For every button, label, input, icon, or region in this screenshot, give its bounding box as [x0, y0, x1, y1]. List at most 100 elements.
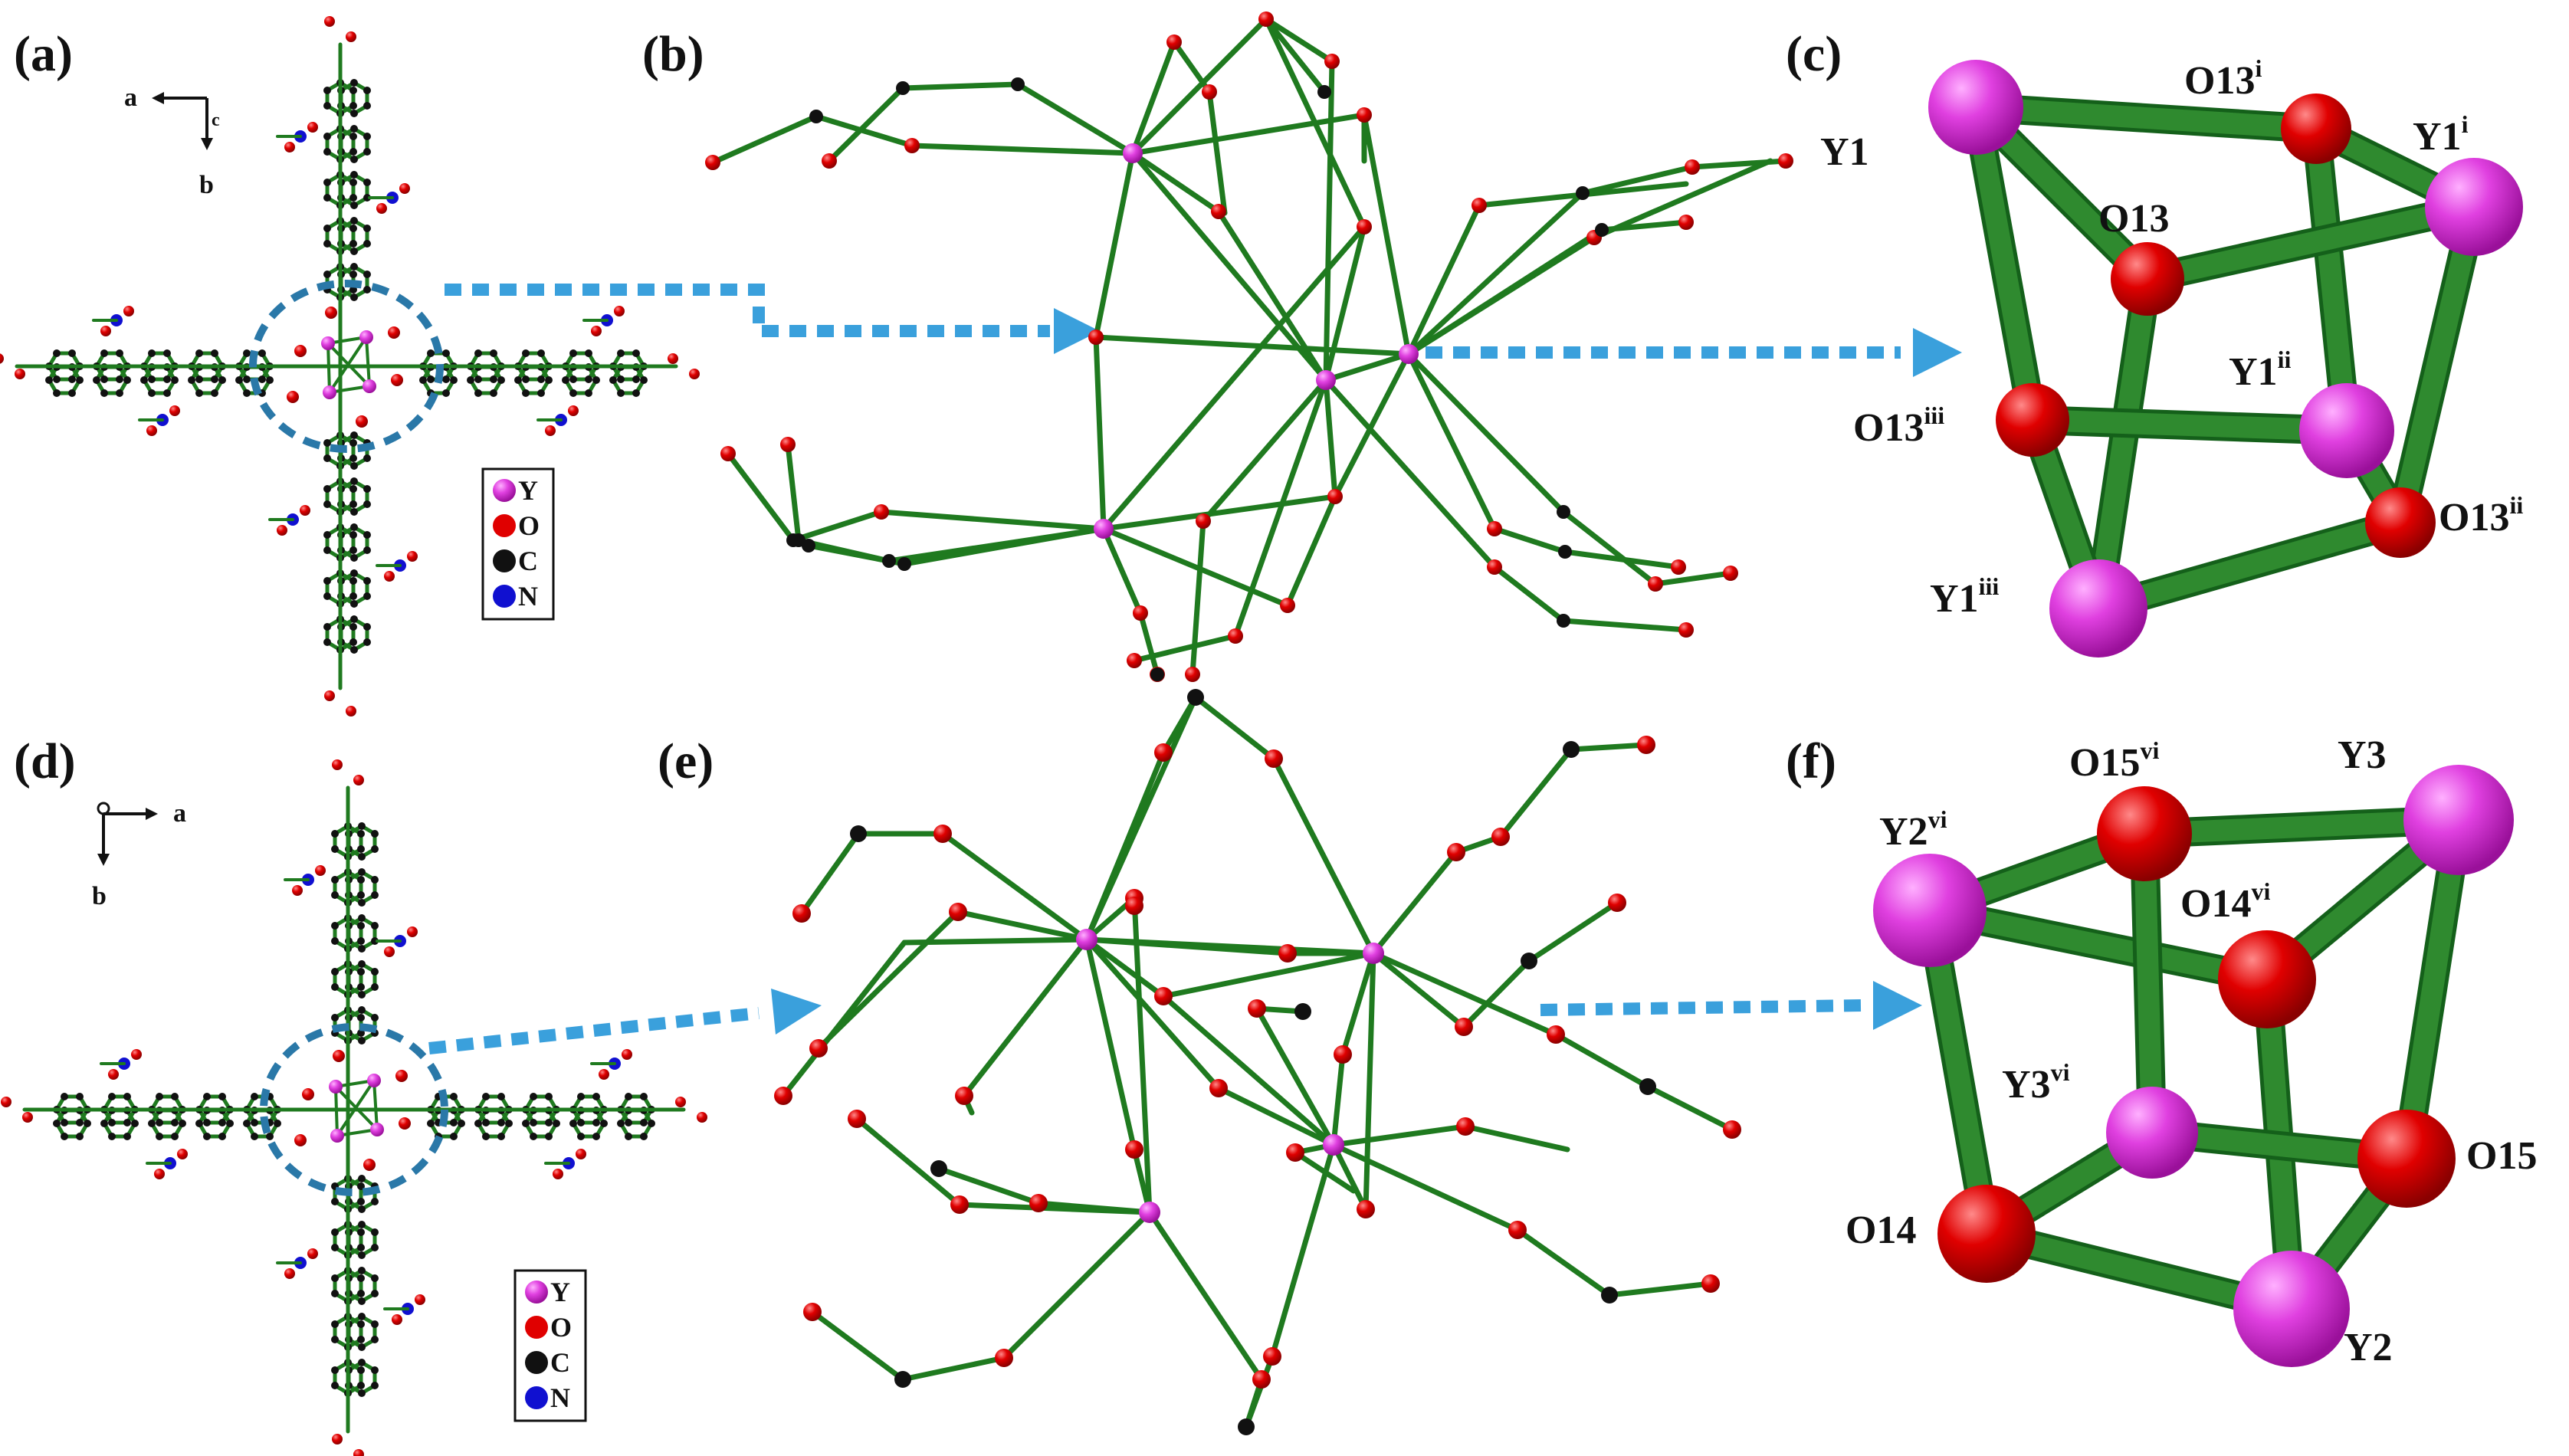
carbon-atom [577, 1133, 585, 1140]
atom-label-O13i: O13i [2184, 54, 2262, 103]
legend-y-label: Y [518, 475, 538, 506]
yttrium-atom [370, 1123, 384, 1136]
carbon-atom [592, 1133, 600, 1140]
carbon-atom [108, 1093, 116, 1100]
bond [1340, 950, 1376, 1058]
bond [1263, 16, 1335, 64]
cube-labels-f: Y2vi O15vi Y3 O14vi Y3vi O15 O14 Y2 [1846, 733, 2537, 1369]
bond [1093, 334, 1107, 532]
carbon-atom [357, 1320, 365, 1328]
bond [1131, 1146, 1153, 1215]
oxygen-atom [1648, 576, 1663, 592]
bond [1130, 150, 1329, 383]
framework-cross-a [0, 16, 700, 717]
carbon-atom [427, 375, 435, 383]
cube-labels-c: Y1 O13i Y1i O13 Y1ii O13iii O13ii Y1iii [1820, 54, 2523, 621]
oxygen-atom [1228, 628, 1243, 644]
carbon-atom [140, 376, 148, 384]
carbon-atom [357, 891, 365, 899]
carbon-atom [349, 194, 357, 202]
arrow-e-to-f [1540, 999, 1863, 1016]
carbon-atom [331, 1290, 339, 1297]
oxygen-atom [553, 1169, 563, 1179]
carbon-atom [358, 945, 366, 953]
carbon-atom [349, 623, 357, 631]
carbon-atom [323, 638, 331, 646]
carbon-atom [522, 1120, 530, 1127]
oxygen-atom [1088, 330, 1104, 345]
bond [826, 85, 906, 164]
yttrium-atom [330, 1129, 344, 1143]
carbon-atom [53, 389, 61, 397]
oxygen-atom [284, 142, 295, 152]
carbon-atom [211, 375, 218, 383]
carbon-atom [371, 845, 379, 853]
carbon-atom [419, 376, 427, 384]
oxygen-atom [774, 1087, 792, 1105]
carbon-atom [522, 389, 530, 397]
carbon-atom [357, 845, 365, 853]
oxygen-atom [1491, 828, 1510, 846]
carbon-atom [323, 148, 331, 156]
oxygen-atom [809, 1039, 828, 1058]
oxygen-atom [1202, 84, 1217, 100]
carbon-atom [640, 1133, 648, 1140]
carbon-atom [363, 485, 371, 493]
bond [1330, 1051, 1346, 1148]
carbon-atom [350, 508, 358, 516]
carbon-atom [569, 349, 577, 357]
bond [1526, 900, 1620, 964]
oxygen-atom [1286, 1143, 1304, 1162]
oxygen-sphere [1937, 1185, 2036, 1283]
carbon-atom [545, 1093, 553, 1100]
carbon-atom [323, 500, 331, 508]
carbon-atom [363, 148, 371, 156]
carbon-atom [350, 248, 358, 255]
carbon-atom [53, 1120, 61, 1127]
oxygen-atom [1357, 219, 1372, 234]
bond [1330, 1123, 1468, 1148]
carbon-atom [171, 376, 179, 384]
bond [1160, 694, 1199, 756]
bond [1652, 570, 1734, 587]
bond [1189, 518, 1206, 677]
carbon-atom [163, 349, 171, 357]
carbon-atom [592, 1119, 600, 1126]
oxygen-atom [356, 415, 368, 428]
carbon-atom [350, 125, 358, 133]
carbon-atom [357, 1366, 365, 1374]
carbon-atom [357, 1290, 365, 1297]
bond [1498, 746, 1574, 840]
bond [1147, 1209, 1265, 1382]
carbon-atom [274, 1120, 281, 1127]
carbon-atom [497, 1133, 505, 1140]
oxygen-atom [1258, 11, 1274, 27]
bond [1101, 494, 1338, 532]
carbon-atom [350, 156, 358, 163]
oxygen-atom [384, 571, 395, 582]
oxygen-atom [1487, 521, 1502, 536]
carbon-atom [497, 1093, 505, 1100]
bond [1216, 1085, 1337, 1148]
carbon-atom [323, 592, 331, 600]
oxygen-atom [1547, 1025, 1565, 1044]
bond [1461, 958, 1532, 1030]
carbon-atom [427, 349, 435, 357]
carbon-atom [490, 389, 497, 397]
carbon-atom [331, 1198, 339, 1205]
carbon-atom [331, 1274, 339, 1282]
bond [1462, 1123, 1570, 1153]
carbon-atom [203, 1093, 211, 1100]
carbon-atom [251, 1093, 258, 1100]
carbon-atom [350, 462, 358, 470]
carbon-atom [349, 271, 357, 278]
oxygen-atom [1125, 897, 1143, 915]
bond [1645, 1084, 1735, 1133]
oxygen-atom [415, 1294, 425, 1305]
bond [1292, 1149, 1357, 1194]
carbon-atom [530, 1133, 537, 1140]
carbon-atom [371, 1366, 379, 1374]
carbon-atom [358, 1205, 366, 1213]
carbon-atom [577, 1093, 585, 1100]
bond [1269, 1142, 1337, 1359]
